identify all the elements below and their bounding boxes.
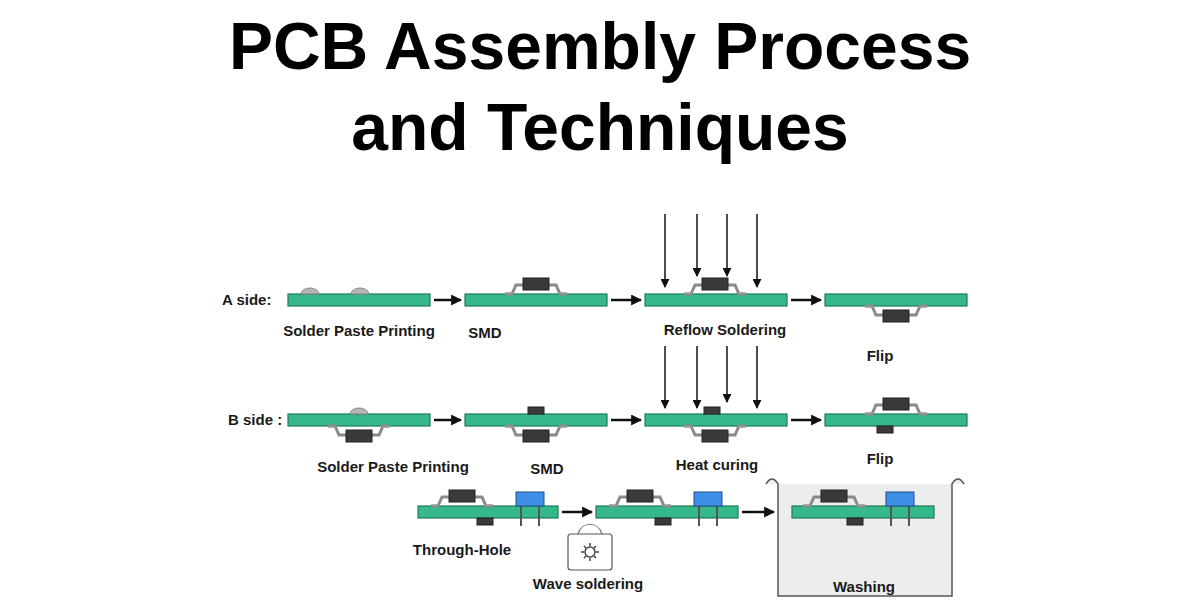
step-caption: Flip: [867, 347, 894, 365]
smd-component: [431, 490, 493, 506]
heat-arrow: [664, 214, 666, 287]
step-caption: Through-Hole: [413, 541, 511, 559]
step-caption: Heat curing: [676, 456, 759, 474]
unit-gear: [585, 547, 595, 557]
pcb-board: [825, 294, 967, 306]
heat-arrows: [665, 214, 757, 408]
small-chip: [655, 518, 671, 525]
step-caption: Flip: [867, 450, 894, 468]
through-hole-component: [516, 492, 544, 526]
side-label: B side :: [228, 411, 282, 429]
page-title: PCB Assembly Process and Techniques: [100, 6, 1100, 167]
heat-arrow: [756, 346, 758, 408]
pcb-board: [645, 294, 787, 306]
flow-arrow: [791, 419, 821, 422]
pcb-board: [792, 506, 934, 518]
process-step: Solder Paste Printing: [288, 270, 430, 342]
small-chip: [704, 407, 720, 414]
label-slot: B side :: [228, 411, 282, 429]
solder-wave: [578, 524, 602, 534]
pcb-board: [465, 414, 607, 426]
unit-gear-teeth: [581, 543, 599, 561]
step-caption: Washing: [833, 578, 895, 596]
process-step: Reflow Soldering: [645, 270, 787, 342]
smd-component: [609, 490, 671, 506]
solder-paste: [350, 408, 368, 414]
washing-tank: [766, 479, 964, 596]
heat-arrow: [726, 346, 728, 402]
flow-arrow: [434, 299, 461, 302]
smd-component: [684, 426, 746, 442]
process-step: Washing: [778, 478, 952, 596]
smd-component: [505, 278, 567, 294]
process-step: Flip: [825, 270, 967, 366]
solder-paste: [351, 288, 369, 294]
small-chip: [528, 407, 544, 414]
heat-arrow: [696, 346, 698, 408]
heat-arrow: [696, 214, 698, 276]
step-caption: SMD: [468, 324, 501, 342]
smd-component: [328, 426, 390, 442]
heat-arrow: [756, 214, 758, 287]
pcb-board: [288, 294, 430, 306]
process-step: Heat curing: [645, 390, 787, 478]
process-step: Flip: [825, 390, 967, 470]
pcb-board: [645, 414, 787, 426]
step-caption: SMD: [530, 460, 563, 478]
flow-arrow: [791, 299, 821, 302]
process-step: Solder Paste Printing: [288, 390, 430, 478]
flow-arrow: [611, 299, 641, 302]
small-chip: [877, 426, 893, 433]
process-step: Wave soldering: [596, 480, 738, 540]
flow-arrow: [562, 511, 592, 514]
small-chip: [477, 518, 493, 525]
process-step: SMD: [465, 390, 607, 478]
smd-component: [803, 490, 865, 506]
process-step: SMD: [465, 270, 607, 342]
process-step: Through-Hole: [418, 480, 558, 560]
heat-arrow: [726, 214, 728, 276]
heat-arrow: [664, 346, 666, 408]
step-caption: Wave soldering: [533, 575, 643, 593]
side-label: A side:: [222, 291, 271, 309]
smd-component: [865, 398, 927, 414]
step-caption: Solder Paste Printing: [317, 458, 469, 476]
smd-component: [505, 426, 567, 442]
flow-arrow: [611, 419, 641, 422]
through-hole-component: [886, 492, 914, 526]
wave-solder-unit: [568, 534, 612, 570]
pcb-board: [465, 294, 607, 306]
smd-component: [865, 306, 927, 322]
pcb-board: [825, 414, 967, 426]
solder-paste: [301, 288, 319, 294]
pcb-board: [288, 414, 430, 426]
step-caption: Reflow Soldering: [664, 321, 787, 339]
small-chip: [847, 518, 863, 525]
step-caption: Solder Paste Printing: [283, 322, 435, 340]
pcb-board: [418, 506, 558, 518]
smd-component: [684, 278, 746, 294]
flow-arrow: [742, 511, 774, 514]
label-slot: A side:: [222, 291, 271, 309]
flow-arrow: [434, 419, 461, 422]
through-hole-component: [694, 492, 722, 526]
